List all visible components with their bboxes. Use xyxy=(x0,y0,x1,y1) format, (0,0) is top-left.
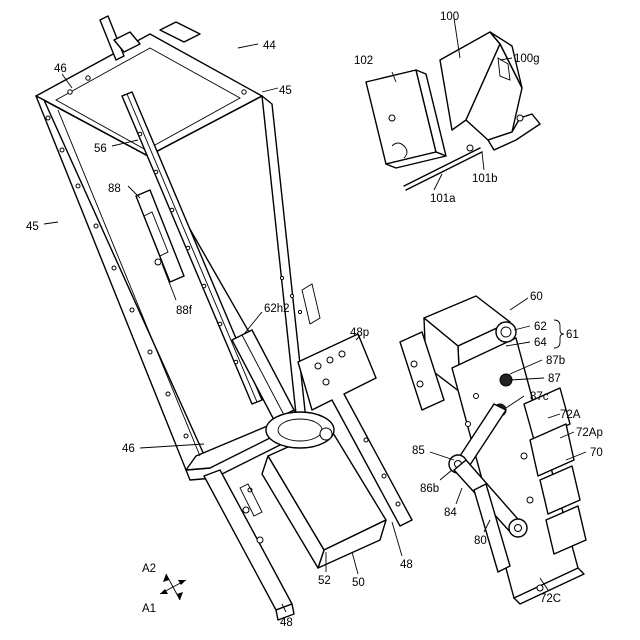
label-44: 44 xyxy=(263,40,276,52)
label-72A: 72A xyxy=(560,409,581,421)
label-86b: 86b xyxy=(420,483,439,495)
label-60: 60 xyxy=(530,291,543,303)
label-61: 61 xyxy=(566,329,579,341)
label-87: 87 xyxy=(548,373,561,385)
label-101a: 101a xyxy=(430,193,456,205)
label-45-left: 45 xyxy=(26,221,39,233)
label-84: 84 xyxy=(444,507,457,519)
motor-unit-50 xyxy=(262,412,386,568)
label-87b: 87b xyxy=(546,355,565,367)
label-48-right: 48 xyxy=(400,559,413,571)
label-80: 80 xyxy=(474,535,487,547)
main-frame xyxy=(36,16,320,480)
label-72C: 72C xyxy=(540,593,561,605)
label-87c: 87c xyxy=(530,391,549,403)
label-100g: 100g xyxy=(514,53,540,65)
label-88f: 88f xyxy=(176,305,193,317)
label-56: 56 xyxy=(94,143,107,155)
part-102 xyxy=(366,70,446,168)
direction-arrows xyxy=(160,574,186,600)
label-102: 102 xyxy=(354,55,373,67)
label-62h2: 62h2 xyxy=(264,303,290,315)
label-72Ap: 72Ap xyxy=(576,427,603,439)
label-85: 85 xyxy=(412,445,425,457)
label-62: 62 xyxy=(534,321,547,333)
label-48-bottom: 48 xyxy=(280,617,293,629)
label-46-top: 46 xyxy=(54,63,67,75)
label-45-right: 45 xyxy=(279,85,292,97)
label-52: 52 xyxy=(318,575,331,587)
label-A1: A1 xyxy=(142,603,156,615)
label-A2: A2 xyxy=(142,563,156,575)
mechanism-assembly-60 xyxy=(400,296,586,604)
label-100: 100 xyxy=(440,11,459,23)
label-101b: 101b xyxy=(472,173,498,185)
label-46-bottom: 46 xyxy=(122,443,135,455)
label-50: 50 xyxy=(352,577,365,589)
label-48p: 48p xyxy=(350,327,369,339)
label-70: 70 xyxy=(590,447,603,459)
label-88: 88 xyxy=(108,183,121,195)
label-64: 64 xyxy=(534,337,547,349)
